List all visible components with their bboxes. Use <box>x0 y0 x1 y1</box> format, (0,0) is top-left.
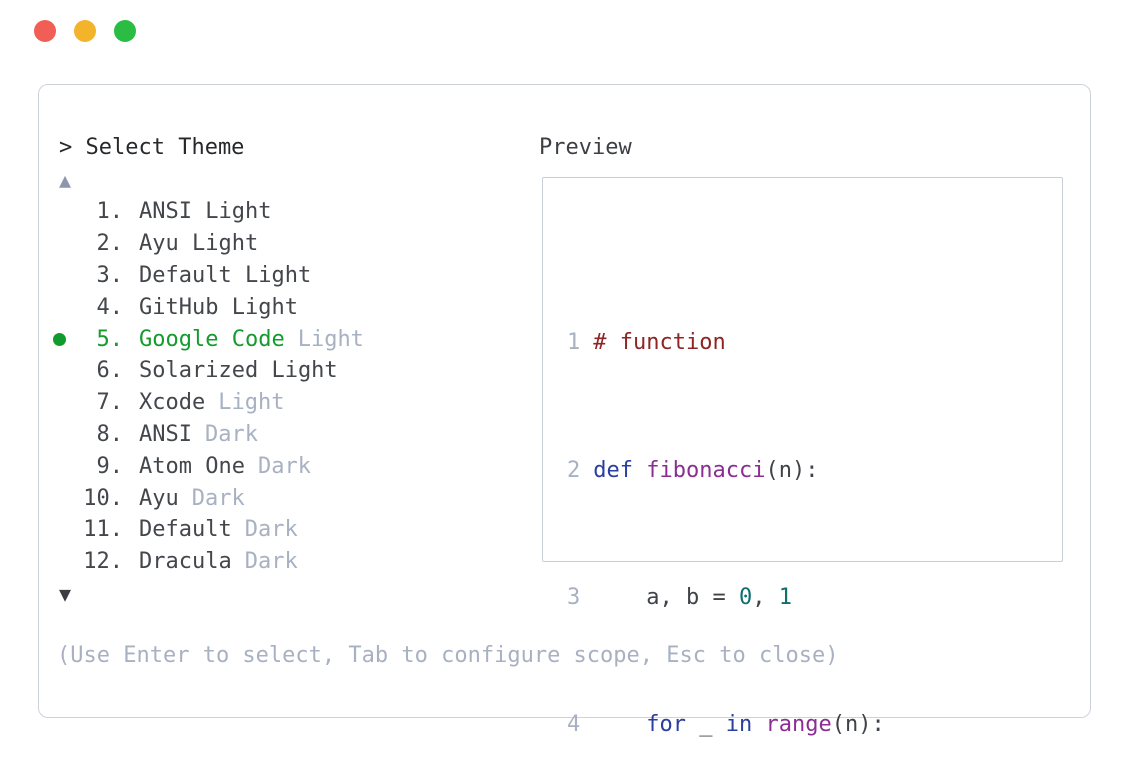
theme-option-atom-one-dark[interactable]: 9. Atom One Dark <box>39 450 1090 482</box>
code-line: 4 for _ in range(n): <box>567 709 1062 741</box>
option-number: 2. <box>96 231 124 257</box>
dialog-header: > Select Theme Preview <box>39 132 1090 164</box>
line-number: 4 <box>567 711 581 737</box>
option-number: 8. <box>96 421 124 447</box>
preview-label: Preview <box>539 135 632 160</box>
option-number: 3. <box>96 262 124 288</box>
option-name: Ayu Light <box>139 231 259 257</box>
code-line: 3 a, b = 0, 1 <box>567 582 1062 614</box>
option-number: 9. <box>96 453 124 479</box>
theme-option-solarized-light[interactable]: 6. Solarized Light <box>39 355 1090 387</box>
window-controls <box>34 20 136 42</box>
close-button[interactable] <box>34 20 56 42</box>
select-theme-prompt: > Select Theme <box>59 135 245 160</box>
selected-indicator-slot <box>53 332 77 346</box>
code-token: 1 <box>778 584 792 610</box>
theme-option-github-light[interactable]: 4. GitHub Light <box>39 291 1090 323</box>
option-number: 10. <box>83 485 123 511</box>
code-token: for <box>646 711 686 737</box>
option-variant: Dark <box>244 517 298 543</box>
option-name: Dracula <box>139 549 232 575</box>
option-number: 12. <box>83 549 123 575</box>
code-token: 0 <box>738 584 753 610</box>
option-name: Xcode <box>139 390 206 416</box>
scroll-down-icon: ▼ <box>59 581 72 606</box>
code-token: def <box>593 457 633 483</box>
option-name: Google Code <box>139 326 285 352</box>
code-token: (n): <box>765 457 819 483</box>
theme-option-default-light[interactable]: 3. Default Light <box>39 260 1090 292</box>
scroll-up-indicator[interactable]: ▲ <box>39 164 1090 196</box>
line-number: 2 <box>567 457 581 483</box>
option-name: Default Light <box>139 262 312 288</box>
option-variant: Dark <box>191 485 245 511</box>
option-number: 5. <box>96 326 124 352</box>
line-number: 1 <box>567 330 581 356</box>
code-token <box>593 712 646 737</box>
option-variant: Dark <box>204 421 258 447</box>
zoom-button[interactable] <box>114 20 136 42</box>
option-variant: Light <box>218 390 285 416</box>
code-token: (n): <box>831 711 885 737</box>
theme-option-ayu-light[interactable]: 2. Ayu Light <box>39 228 1090 260</box>
theme-selector-dialog: > Select Theme Preview ▲ 1. ANSI Light 2… <box>38 84 1091 737</box>
minimize-button[interactable] <box>74 20 96 42</box>
code-token: in <box>725 711 753 737</box>
code-token: _ <box>685 711 726 737</box>
scroll-up-icon: ▲ <box>59 168 72 192</box>
option-name: ANSI Light <box>139 199 272 225</box>
code-line: 1 # function <box>567 327 1062 359</box>
option-variant: Dark <box>244 549 298 575</box>
code-token <box>633 458 646 483</box>
theme-option-default-dark[interactable]: 11. Default Dark <box>39 514 1090 546</box>
theme-option-ansi-light[interactable]: 1. ANSI Light <box>39 196 1090 228</box>
selected-indicator <box>53 332 66 346</box>
option-name: GitHub Light <box>139 294 298 320</box>
option-number: 1. <box>96 199 124 225</box>
option-variant: Dark <box>257 453 311 479</box>
option-name: ANSI <box>139 421 192 447</box>
theme-option-google-code-light[interactable]: 5. Google Code Light <box>39 323 1090 355</box>
theme-option-ansi-dark[interactable]: 8. ANSI Dark <box>39 419 1090 451</box>
theme-option-dracula-dark[interactable]: 12. Dracula Dark <box>39 546 1090 578</box>
option-name: Solarized Light <box>139 358 338 384</box>
code-line: 2 def fibonacci(n): <box>567 455 1062 487</box>
option-name: Atom One <box>139 453 245 479</box>
option-number: 7. <box>96 390 124 416</box>
option-name: Default <box>139 517 232 543</box>
code-token: , <box>752 584 779 610</box>
keyboard-hint: (Use Enter to select, Tab to configure s… <box>57 642 839 668</box>
option-number: 4. <box>96 294 124 320</box>
option-number: 6. <box>96 358 124 384</box>
theme-list: 1. ANSI Light 2. Ayu Light 3. Default Li… <box>39 196 1090 578</box>
code-token: # function <box>593 330 726 356</box>
line-number: 3 <box>567 584 581 610</box>
code-token <box>752 712 765 737</box>
option-variant: Light <box>297 326 364 352</box>
option-name: Ayu <box>139 485 179 511</box>
option-number: 11. <box>83 517 123 543</box>
scroll-down-indicator[interactable]: ▼ <box>39 578 1090 610</box>
code-token: a, b = <box>593 584 739 610</box>
theme-option-ayu-dark[interactable]: 10. Ayu Dark <box>39 482 1090 514</box>
code-token: range <box>765 711 832 737</box>
code-token: fibonacci <box>646 457 766 483</box>
theme-option-xcode-light[interactable]: 7. Xcode Light <box>39 387 1090 419</box>
